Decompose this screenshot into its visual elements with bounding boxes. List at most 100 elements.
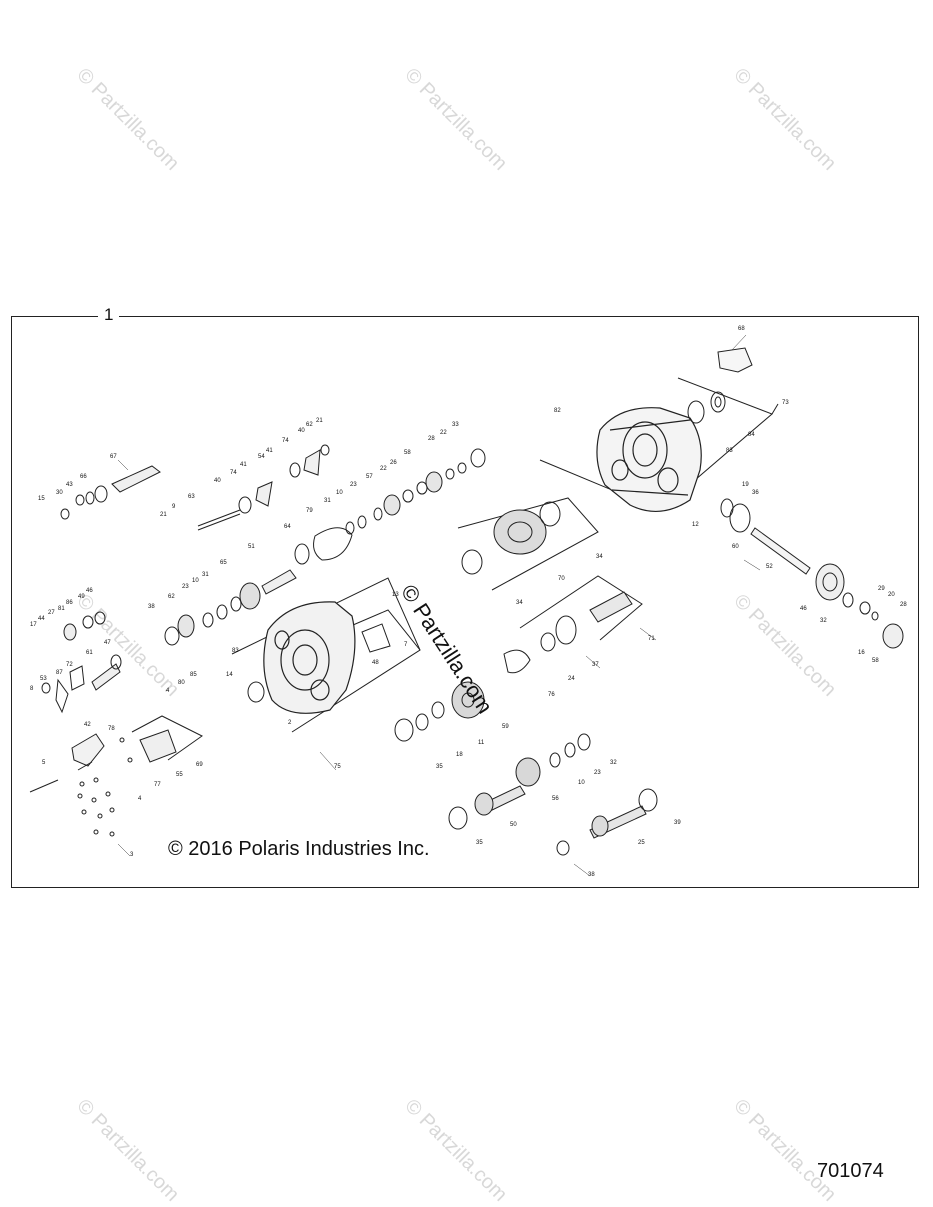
callout-11: 11 [478, 740, 485, 746]
chain-79-part [313, 527, 353, 561]
bracket-73-leader [771, 403, 779, 415]
seal-58-part [882, 623, 904, 649]
callout-55: 55 [176, 772, 183, 778]
callout-33: 33 [452, 422, 459, 428]
callout-64: 64 [284, 524, 291, 530]
callout-81: 81 [58, 606, 65, 612]
ring-20-part [871, 611, 879, 621]
callout-2: 2 [288, 720, 292, 726]
callout-82: 82 [554, 408, 561, 414]
bearing-37-part [555, 615, 577, 645]
assembly-number: 1 [98, 305, 120, 325]
coupler-46-part [815, 563, 845, 601]
gear-56-part [515, 757, 541, 787]
callout-34b: 34 [516, 600, 523, 606]
callout-58b: 58 [872, 658, 879, 664]
callout-63: 63 [188, 494, 195, 500]
callout-28b: 28 [900, 602, 907, 608]
callout-21a: 21 [160, 512, 167, 518]
bracket-48-group [345, 609, 421, 651]
gear-62-part [177, 614, 195, 638]
mount-69-part [139, 729, 177, 763]
callout-54: 54 [258, 454, 265, 460]
bracket-78-part [71, 733, 105, 767]
copyright-notice: © 2016 Polaris Industries Inc. [168, 838, 430, 860]
shaft-63-part [197, 509, 241, 527]
ring-29-part [859, 601, 871, 615]
callout-31a: 31 [324, 498, 331, 504]
front-housing-part [263, 601, 356, 714]
callout-62b: 62 [168, 594, 175, 600]
callout-44: 44 [38, 616, 45, 622]
callout-26: 26 [390, 460, 397, 466]
callout-25: 25 [638, 840, 645, 846]
gear-64-part [294, 543, 310, 565]
callout-22a: 22 [440, 430, 447, 436]
callout-66: 66 [80, 474, 87, 480]
callout-86: 86 [66, 600, 73, 606]
callout-73: 73 [782, 400, 789, 406]
callout-79: 79 [306, 508, 313, 514]
callout-17: 17 [30, 622, 37, 628]
cover-48-part [361, 623, 391, 653]
callout-22b: 22 [380, 466, 387, 472]
callout-34a: 34 [596, 554, 603, 560]
gear-65-part [239, 582, 261, 610]
callout-15: 15 [38, 496, 45, 502]
callout-51: 51 [248, 544, 255, 550]
shaft-61-part [91, 663, 121, 691]
bearing-39-part [638, 788, 658, 812]
callout-60: 60 [732, 544, 739, 550]
callout-47: 47 [104, 640, 111, 646]
gear-59-part [451, 681, 485, 719]
callout-35b: 35 [476, 840, 483, 846]
bearing-35b-part [448, 806, 468, 830]
lever-53-part [55, 678, 69, 714]
callout-59: 59 [502, 724, 509, 730]
callout-70: 70 [558, 576, 565, 582]
callout-38a: 38 [148, 604, 155, 610]
shaft-51-part [261, 569, 297, 595]
callout-10a: 10 [336, 490, 343, 496]
rear-housing-part [596, 407, 702, 513]
callout-72: 72 [66, 662, 73, 668]
callout-35a: 35 [436, 764, 443, 770]
callout-4b: 4 [138, 796, 142, 802]
callout-46b: 46 [86, 588, 93, 594]
callout-43: 43 [66, 482, 73, 488]
callout-84: 84 [748, 432, 755, 438]
callout-16: 16 [858, 650, 865, 656]
callout-5: 5 [42, 760, 46, 766]
callout-83a: 83 [726, 448, 733, 454]
bracket-73 [539, 377, 773, 511]
callout-56: 56 [552, 796, 559, 802]
bearing-66-part [94, 485, 108, 503]
callout-8: 8 [30, 686, 34, 692]
callout-71: 71 [648, 636, 655, 642]
gear-58-part [425, 471, 443, 493]
ring-24-part [540, 632, 556, 652]
diagram-frame [11, 316, 919, 888]
bracket-71 [519, 575, 643, 641]
callout-7: 7 [404, 642, 408, 648]
callout-38b: 38 [588, 872, 595, 878]
callout-30: 30 [56, 490, 63, 496]
callout-27: 27 [48, 610, 55, 616]
callout-76: 76 [548, 692, 555, 698]
callout-19: 19 [742, 482, 749, 488]
callout-69: 69 [196, 762, 203, 768]
callout-9: 9 [172, 504, 176, 510]
output-shaft-52-part [720, 498, 811, 575]
callout-37: 37 [592, 662, 599, 668]
callout-41b: 41 [266, 448, 273, 454]
gear-57-part [383, 494, 401, 516]
callout-74a: 74 [230, 470, 237, 476]
callout-52: 52 [766, 564, 773, 570]
callout-83b: 83 [232, 648, 239, 654]
gear-70-part [493, 509, 547, 555]
callout-49: 49 [78, 594, 85, 600]
callout-42: 42 [84, 722, 91, 728]
callout-39: 39 [674, 820, 681, 826]
seal-83-part [247, 681, 265, 703]
callout-10c: 10 [578, 780, 585, 786]
